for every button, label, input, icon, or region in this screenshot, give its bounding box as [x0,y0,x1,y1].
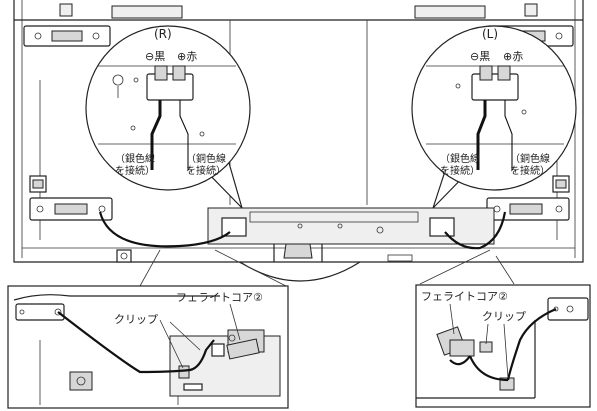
leader-line-left [139,249,287,287]
terminal-minus-label-l: ⊖黒 [470,50,490,63]
speaker-cable-left [98,211,231,248]
clip-pointer-left [159,319,201,369]
callout-right-speaker: (R) ⊖黒 ⊕赤 （銀色線を接続） （銅色線を接続） [85,25,251,209]
power-outlet-icon [116,249,132,263]
speaker-connector-right [552,175,570,193]
stand-neck [239,243,361,282]
wire-copper-label-r: （銅色線を接続） [186,152,226,177]
detail-panel-right [415,284,591,408]
detail-cable-right [449,307,557,382]
speaker-cable-right [444,211,507,250]
speaker-bracket-bottom-right [486,197,570,221]
leader-line-right [419,249,515,285]
terminal-board [207,207,495,262]
ferrite-label-left: フェライトコア② [176,291,263,304]
detail-panel-left [7,285,289,409]
callout-left-speaker: (L) ⊖黒 ⊕赤 （銀色線を接続） （銅色線を接続） [411,25,577,209]
clip-pointer-right [485,323,509,379]
ferrite-pointer-left [229,303,241,341]
terminal-plus-label-l: ⊕赤 [503,50,523,63]
wire-silver-label-l: （銀色線を接続） [440,152,480,177]
clip-label-right: クリップ [482,310,526,323]
clip-label-left: クリップ [114,313,158,326]
ferrite-label-right: フェライトコア② [421,290,508,303]
speaker-bracket-bottom-left [29,197,113,221]
terminal-plus-label-r: ⊕赤 [177,50,197,63]
channel-label-l: (L) [482,27,498,41]
speaker-bracket-top-left [23,25,111,47]
channel-label-r: (R) [154,27,172,41]
wire-silver-label-r: （銀色線を接続） [115,152,155,177]
terminal-minus-label-r: ⊖黒 [145,50,165,63]
ferrite-pointer-right [449,303,455,335]
speaker-connector-left [29,175,47,193]
detail-cable-left [57,311,215,374]
wire-copper-label-l: （銅色線を接続） [510,152,550,177]
